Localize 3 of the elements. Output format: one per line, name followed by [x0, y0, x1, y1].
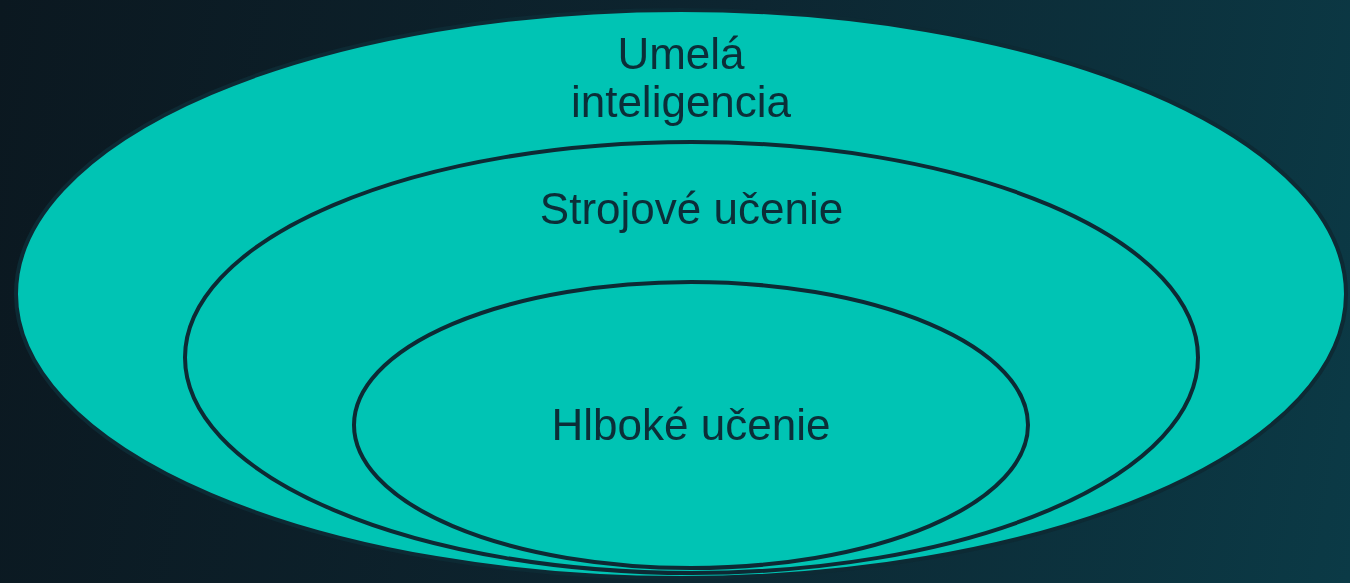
- set-label: Strojové učenie: [539, 185, 844, 233]
- set-label: Hlboké učenie: [551, 401, 831, 449]
- set-label: Umelá inteligencia: [569, 30, 793, 126]
